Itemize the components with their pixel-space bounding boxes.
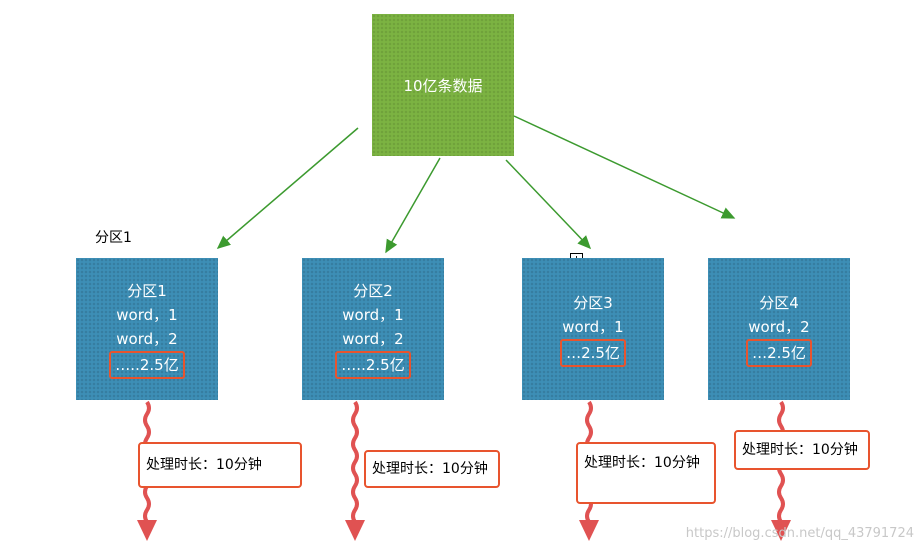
source-label: 10亿条数据 [403, 76, 483, 95]
outside-partition-label: 分区1 [95, 230, 132, 246]
partition-count-highlight: …2.5亿 [746, 339, 812, 367]
source-data-box: 10亿条数据 [372, 14, 514, 156]
duration-text: 处理时长：10分钟 [742, 442, 858, 458]
partition-title: 分区4 [759, 294, 799, 312]
red-arrow-4 [771, 400, 791, 541]
duration-label-3: 处理时长：10分钟 [576, 442, 716, 504]
partition-box-4: 分区4 word，2 …2.5亿 [708, 258, 850, 400]
partition-box-1: 分区1 word，1 word，2 …..2.5亿 [76, 258, 218, 400]
partition-count-highlight: …2.5亿 [560, 339, 626, 367]
arrow-to-partition-3 [505, 159, 592, 250]
arrow-to-partition-1 [216, 127, 359, 249]
arrow-to-partition-2 [385, 157, 441, 254]
partition-line: word，2 [342, 330, 404, 348]
partition-box-2: 分区2 word，1 word，2 …..2.5亿 [302, 258, 444, 400]
arrow-to-partition-4 [513, 115, 736, 219]
partition-line: word，2 [748, 318, 810, 336]
partition-box-3: 分区3 word，1 …2.5亿 [522, 258, 664, 400]
red-arrow-2 [345, 400, 365, 541]
partition-line: word，1 [562, 318, 624, 336]
partition-count-highlight: …..2.5亿 [335, 351, 411, 379]
partition-line: word，1 [116, 306, 178, 324]
partition-title: 分区2 [353, 282, 393, 300]
duration-text: 处理时长：10分钟 [146, 457, 262, 473]
partition-title: 分区3 [573, 294, 613, 312]
partition-count-highlight: …..2.5亿 [109, 351, 185, 379]
partition-line: word，2 [116, 330, 178, 348]
partition-line: word，1 [342, 306, 404, 324]
duration-label-4: 处理时长：10分钟 [734, 430, 870, 470]
duration-text: 处理时长：10分钟 [584, 455, 700, 471]
watermark: https://blog.csdn.net/qq_43791724 [685, 526, 914, 541]
duration-label-2: 处理时长：10分钟 [364, 450, 500, 488]
duration-text: 处理时长：10分钟 [372, 461, 488, 477]
partition-title: 分区1 [127, 282, 167, 300]
duration-label-1: 处理时长：10分钟 [138, 442, 302, 488]
